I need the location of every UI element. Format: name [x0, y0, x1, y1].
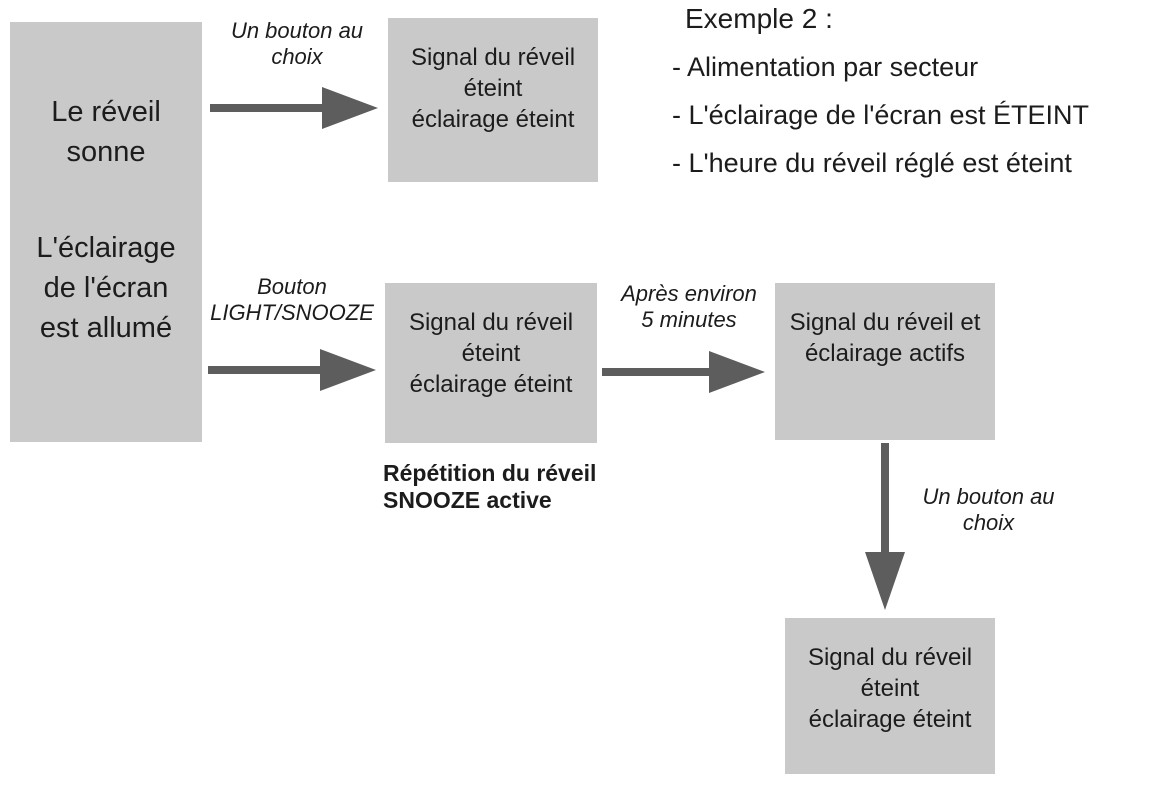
arrow-top-label: Un bouton au choix	[230, 18, 364, 69]
example-note-item-light: - L'éclairage de l'écran est ÉTEINT	[672, 100, 1089, 130]
example-note: Exemple 2 : - Alimentation par secteur -…	[672, 2, 1152, 194]
arrow-after5min-shaft	[602, 368, 712, 376]
arrow-final-head-icon	[865, 552, 905, 610]
start-state-text-light: L'éclairage de l'écran est allumé	[36, 232, 176, 344]
arrow-final-shaft	[881, 443, 889, 555]
arrow-snooze-label: Bouton LIGHT/SNOOZE	[210, 274, 374, 325]
example-note-item-alarm: - L'heure du réveil réglé est éteint	[672, 148, 1072, 178]
start-state-text-alarm: Le réveil sonne	[51, 96, 161, 168]
start-state-box: Le réveil sonne L'éclairage de l'écran e…	[10, 22, 202, 442]
final-state-box: Signal du réveil éteint éclairage éteint	[785, 618, 995, 774]
example-note-title: Exemple 2 :	[685, 3, 833, 34]
arrow-after5min-label: Après environ 5 minutes	[621, 281, 757, 332]
top-result-box: Signal du réveil éteint éclairage éteint	[388, 18, 598, 182]
arrow-final-label: Un bouton au choix	[922, 484, 1055, 535]
arrow-snooze-shaft	[208, 366, 323, 374]
example-note-item-power: - Alimentation par secteur	[672, 52, 979, 82]
active-state-box: Signal du réveil et éclairage actifs	[775, 283, 995, 440]
arrow-top-shaft	[210, 104, 325, 112]
snooze-state-box: Signal du réveil éteint éclairage éteint	[385, 283, 597, 443]
arrow-top-head-icon	[322, 87, 378, 129]
arrow-snooze-head-icon	[320, 349, 376, 391]
snooze-caption: Répétition du réveil SNOOZE active	[383, 460, 597, 513]
arrow-after5min-head-icon	[709, 351, 765, 393]
